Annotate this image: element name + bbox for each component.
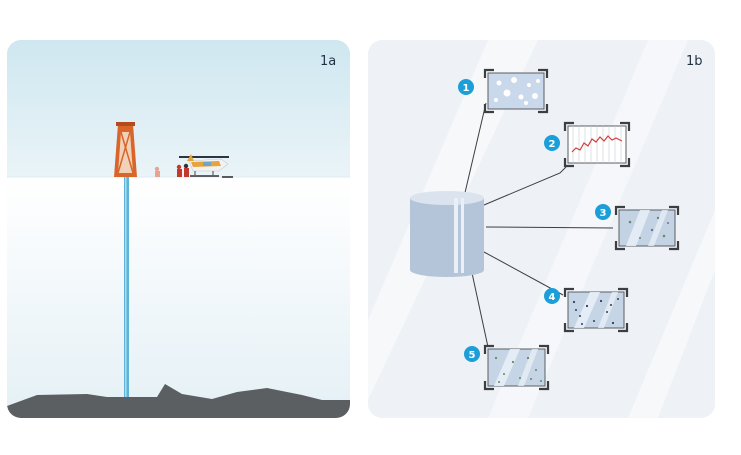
researchers-icon [154,163,189,177]
badge-5-text: 5 [469,350,476,361]
sample-5-pollen-icon [483,344,550,391]
panel-label-1b: 1b [686,54,703,69]
badge-3-text: 3 [600,208,607,219]
sample-4-particles-icon [563,287,629,333]
sample-3-crystal-icon [614,205,680,251]
sky [7,40,350,177]
sample-1-bubbles-icon [483,68,549,114]
badge-2-text: 2 [549,139,556,150]
sample-2-chart-icon [563,121,631,168]
ice-sheet [7,177,350,418]
badge-4: 4 [544,288,560,304]
bedrock [7,384,350,418]
badge-2: 2 [544,135,560,151]
badge-3: 3 [595,204,611,220]
analysis-scene: 1 2 3 4 5 [368,40,715,418]
badge-1: 1 [458,79,474,95]
ice-core-drilling-panel [7,40,350,418]
ice-core-analysis-panel: 1 2 3 4 5 [368,40,715,418]
drilling-scene [7,40,350,418]
ice-core-cylinder-icon [410,191,484,277]
ski-plane-icon [179,154,233,178]
connector-lines [463,102,614,348]
badge-1-text: 1 [463,83,470,94]
badge-4-text: 4 [549,292,556,303]
badge-5: 5 [464,346,480,362]
panel-label-1a: 1a [320,54,337,69]
drilling-tower-icon [114,122,137,177]
